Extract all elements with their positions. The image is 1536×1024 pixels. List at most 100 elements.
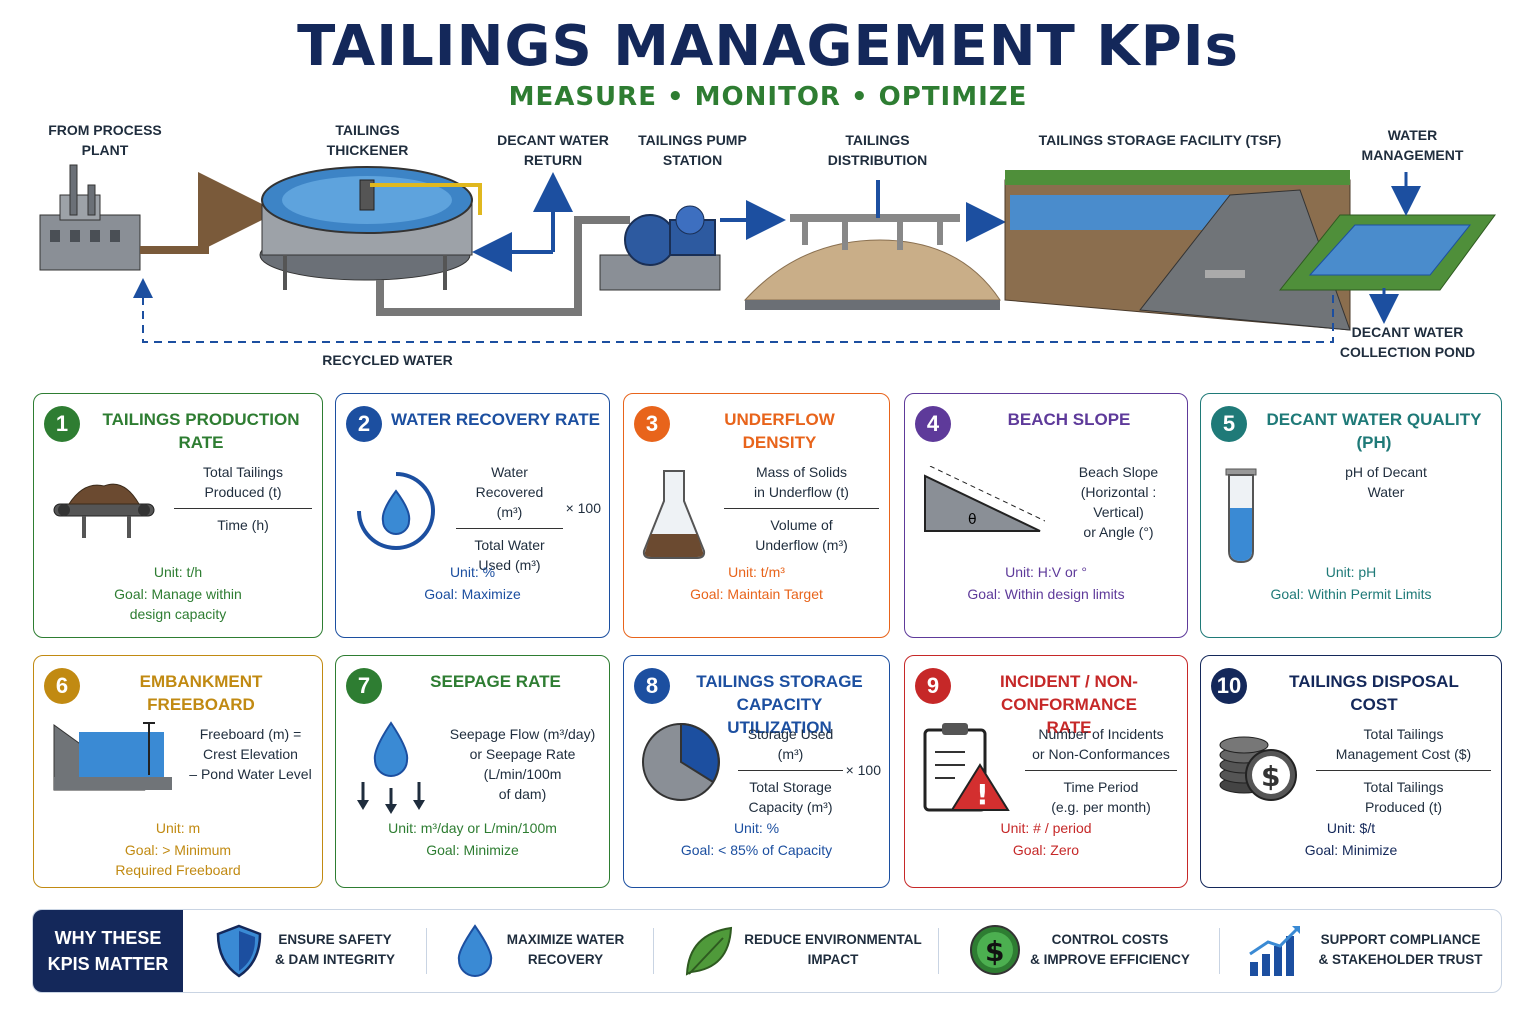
pump-station-icon <box>599 205 721 291</box>
kpi-formula-numerator: Storage Used (m³) <box>747 726 834 762</box>
kpi-formula-numerator: Water Recovered (m³) <box>475 464 544 520</box>
kpi-formula-denominator: Total Water Used (m³) <box>474 537 545 573</box>
kpi-formula: Total Tailings Management Cost ($) Total… <box>1316 724 1491 817</box>
label-tailings-pump-station: TAILINGS PUMP STATION <box>638 132 747 168</box>
benefit-text: MAXIMIZE WATER RECOVERY <box>506 932 625 967</box>
kpi-number-badge: 1 <box>44 406 80 442</box>
kpi-title: TAILINGS STORAGE CAPACITY UTILIZATION <box>696 672 863 737</box>
svg-text:θ: θ <box>968 512 977 528</box>
kpi-formula-denominator: Time (h) <box>217 517 269 533</box>
clipboard-warning-icon: ! <box>920 720 1010 819</box>
kpi-formula: Mass of Solids in Underflow (t) Volume o… <box>724 462 879 555</box>
growth-chart-icon <box>1246 924 1304 982</box>
kpi-card-2: 2 WATER RECOVERY RATE Water Recovered (m… <box>335 393 610 638</box>
kpi-formula: Number of Incidents or Non-Conformances … <box>1025 724 1177 817</box>
leaf-icon <box>683 924 735 982</box>
kpi-unit: Unit: t/h <box>153 564 203 580</box>
seepage-drop-icon <box>351 720 431 819</box>
divider <box>1219 928 1220 974</box>
fraction-bar <box>456 528 563 529</box>
kpi-formula: Freeboard (m) = Crest Elevation – Pond W… <box>189 724 312 784</box>
water-drop-icon <box>455 924 495 982</box>
kpi-number-badge: 4 <box>915 406 951 442</box>
kpi-formula: Seepage Flow (m³/day) or Seepage Rate (L… <box>446 724 599 804</box>
kpi-title: UNDERFLOW DENSITY <box>724 410 835 452</box>
slope-angle-icon: θ <box>920 465 1046 540</box>
kpi-goal: Goal: Minimize <box>1304 842 1398 858</box>
kpi-title: TAILINGS PRODUCTION RATE <box>102 410 300 452</box>
kpi-goal: Goal: Within design limits <box>967 586 1125 602</box>
kpi-formula-numerator: Total Tailings Management Cost ($) <box>1335 726 1472 762</box>
freeboard-icon <box>49 720 174 799</box>
label-decant-collection-pond: DECANT WATER COLLECTION POND <box>1339 324 1476 360</box>
kpi-goal: Goal: Within Permit Limits <box>1270 586 1432 602</box>
thickener-icon <box>259 166 482 290</box>
kpi-formula-numerator: pH of Decant Water <box>1345 464 1427 500</box>
kpi-goal: Goal: < 85% of Capacity <box>680 842 833 858</box>
kpi-formula-numerator: Beach Slope (Horizontal : Vertical) or A… <box>1078 464 1159 540</box>
kpi-formula: Water Recovered (m³) Total Water Used (m… <box>456 462 563 575</box>
svg-text:$: $ <box>1261 760 1280 793</box>
kpi-card-4: 4 BEACH SLOPE θ Beach Slope (Horizontal … <box>904 393 1188 638</box>
kpi-formula-denominator: Total Tailings Produced (t) <box>1363 779 1444 815</box>
conveyor-icon <box>49 466 159 550</box>
benefit-text: CONTROL COSTS & IMPROVE EFFICIENCY <box>1030 932 1190 967</box>
kpi-goal: Goal: Maximize <box>424 586 521 602</box>
kpi-goal: Goal: Zero <box>1012 842 1080 858</box>
process-flow-diagram: FROM PROCESS PLANT TAILINGS THICKENER DE… <box>0 115 1536 375</box>
kpi-number-badge: 5 <box>1211 406 1247 442</box>
svg-text:!: ! <box>976 778 989 811</box>
benefit-item: ENSURE SAFETY & DAM INTEGRITY <box>33 910 1503 992</box>
kpi-number-badge: 8 <box>634 668 670 704</box>
process-plant-icon <box>39 164 141 271</box>
kpi-title: BEACH SLOPE <box>1007 410 1131 429</box>
kpi-formula-denominator: Volume of Underflow (m³) <box>755 517 848 553</box>
label-tsf: TAILINGS STORAGE FACILITY (TSF) <box>1038 132 1282 148</box>
benefit-item: REDUCE ENVIRONMENTAL IMPACT <box>33 910 1503 992</box>
kpi-formula-numerator: Total Tailings Produced (t) <box>203 464 283 500</box>
kpi-formula: Total Tailings Produced (t) Time (h) <box>174 462 312 535</box>
page-title: TAILINGS MANAGEMENT KPIs <box>297 14 1239 79</box>
kpi-card-6: 6 EMBANKMENT FREEBOARD Freeboard (m) = C… <box>33 655 323 888</box>
kpi-number-badge: 9 <box>915 668 951 704</box>
kpi-title: EMBANKMENT FREEBOARD <box>139 672 263 714</box>
fraction-bar <box>1025 770 1177 771</box>
kpi-unit: Unit: % <box>733 820 780 836</box>
kpi-title: TAILINGS DISPOSAL COST <box>1289 672 1459 714</box>
kpi-number-badge: 10 <box>1211 668 1247 704</box>
benefit-text: ENSURE SAFETY & DAM INTEGRITY <box>275 932 395 967</box>
kpi-goal: Goal: > Minimum Required Freeboard <box>115 842 241 878</box>
label-water-management: WATER MANAGEMENT <box>1361 127 1464 163</box>
kpi-formula: Beach Slope (Horizontal : Vertical) or A… <box>1060 462 1177 542</box>
kpi-number-badge: 3 <box>634 406 670 442</box>
tailings-storage-facility-icon <box>1004 170 1351 331</box>
page-subtitle: MEASURE • MONITOR • OPTIMIZE <box>508 82 1028 112</box>
tailings-distribution-icon <box>743 180 1001 310</box>
kpi-card-10: 10 TAILINGS DISPOSAL COST $ Total Tailin… <box>1200 655 1502 888</box>
shield-icon <box>216 924 262 982</box>
label-decant-water-return: DECANT WATER RETURN <box>497 132 609 168</box>
test-tube-icon <box>1216 466 1266 570</box>
benefit-text: SUPPORT COMPLIANCE & STAKEHOLDER TRUST <box>1318 932 1483 967</box>
fraction-bar <box>724 508 879 509</box>
divider <box>938 928 939 974</box>
kpi-formula-multiplier: × 100 <box>565 500 601 516</box>
divider <box>426 928 427 974</box>
kpi-formula: pH of Decant Water <box>1281 462 1491 502</box>
why-kpis-matter-banner: WHY THESE KPIs MATTER ENSURE SAFETY & DA… <box>32 909 1502 993</box>
kpi-number-badge: 2 <box>346 406 382 442</box>
svg-text:$: $ <box>985 935 1004 968</box>
kpi-unit: Unit: pH <box>1325 564 1377 580</box>
label-tailings-thickener: TAILINGS THICKENER <box>326 122 409 158</box>
flask-icon <box>639 466 709 565</box>
kpi-title: DECANT WATER QUALITY (pH) <box>1266 410 1482 452</box>
kpi-formula-numerator: Number of Incidents or Non-Conformances <box>1032 726 1170 762</box>
kpi-number-badge: 6 <box>44 668 80 704</box>
divider <box>653 928 654 974</box>
kpi-goal: Goal: Manage within design capacity <box>114 586 242 622</box>
benefit-item: SUPPORT COMPLIANCE & STAKEHOLDER TRUST <box>33 910 1503 992</box>
kpi-title: WATER RECOVERY RATE <box>390 410 601 429</box>
kpi-card-5: 5 DECANT WATER QUALITY (pH) pH of Decant… <box>1200 393 1502 638</box>
water-recycle-icon <box>351 466 441 560</box>
fraction-bar <box>174 508 312 509</box>
